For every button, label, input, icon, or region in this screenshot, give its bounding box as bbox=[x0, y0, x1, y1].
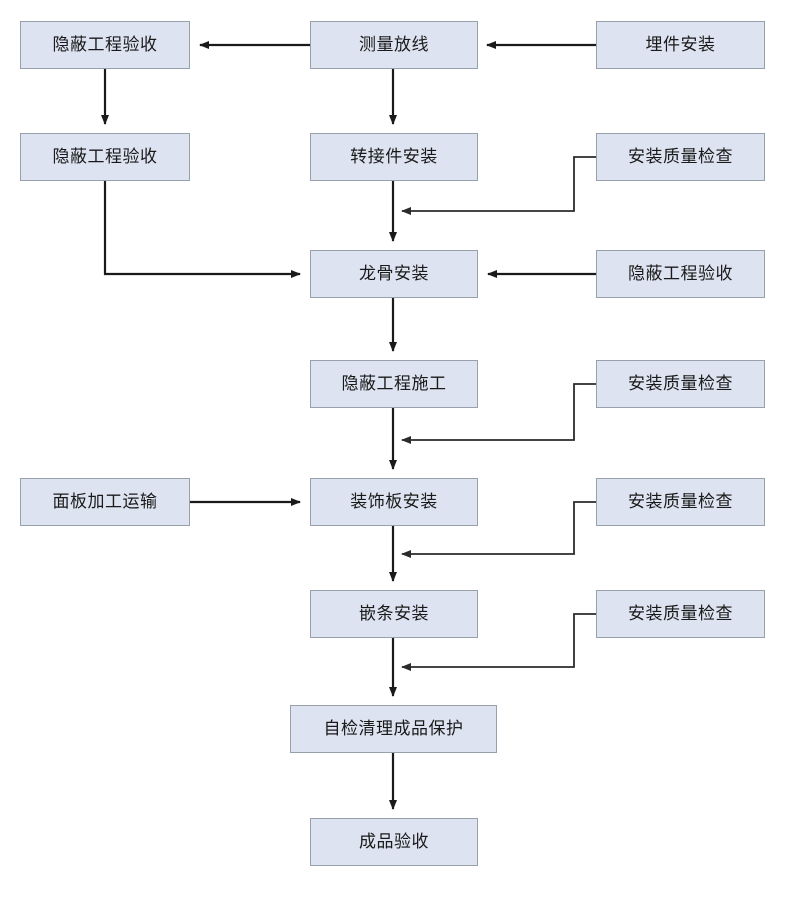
node-anzhuang-zhiliang-jiancha-2[interactable]: 安装质量检查 bbox=[596, 360, 765, 408]
node-chengpin-yanshou[interactable]: 成品验收 bbox=[310, 818, 478, 866]
node-zhuangshiban-anzhuang[interactable]: 装饰板安装 bbox=[310, 478, 478, 526]
node-celiang-fangxian[interactable]: 测量放线 bbox=[310, 21, 478, 69]
node-maijian-anzhuang[interactable]: 埋件安装 bbox=[596, 21, 765, 69]
node-label: 隐蔽工程验收 bbox=[628, 263, 733, 284]
node-label: 安装质量检查 bbox=[628, 373, 733, 394]
node-label: 隐蔽工程验收 bbox=[52, 146, 158, 167]
node-label: 安装质量检查 bbox=[628, 491, 733, 512]
node-label: 装饰板安装 bbox=[350, 491, 438, 512]
node-zijian-qingli-chengpin-baohu[interactable]: 自检清理成品保护 bbox=[290, 705, 497, 753]
node-label: 测量放线 bbox=[359, 34, 429, 55]
node-yinbi-gongcheng-yanshou-3[interactable]: 隐蔽工程验收 bbox=[596, 250, 765, 298]
node-zhuanjiejian-anzhuang[interactable]: 转接件安装 bbox=[310, 133, 478, 181]
node-longgu-anzhuang[interactable]: 龙骨安装 bbox=[310, 250, 478, 298]
node-yinbi-gongcheng-yanshou-2[interactable]: 隐蔽工程验收 bbox=[20, 133, 190, 181]
node-yinbi-gongcheng-shigong[interactable]: 隐蔽工程施工 bbox=[310, 360, 478, 408]
node-label: 安装质量检查 bbox=[628, 146, 733, 167]
node-qiantiao-anzhuang[interactable]: 嵌条安装 bbox=[310, 590, 478, 638]
edge-yinbi2-to-longgu bbox=[103, 181, 301, 278]
node-label: 隐蔽工程施工 bbox=[341, 373, 447, 394]
node-label: 龙骨安装 bbox=[359, 263, 429, 284]
node-label: 嵌条安装 bbox=[359, 603, 429, 624]
node-anzhuang-zhiliang-jiancha-4[interactable]: 安装质量检查 bbox=[596, 590, 765, 638]
node-label: 成品验收 bbox=[359, 831, 429, 852]
node-anzhuang-zhiliang-jiancha-1[interactable]: 安装质量检查 bbox=[596, 133, 765, 181]
node-yinbi-gongcheng-yanshou-1[interactable]: 隐蔽工程验收 bbox=[20, 21, 190, 69]
node-label: 面板加工运输 bbox=[52, 491, 158, 512]
node-label: 埋件安装 bbox=[645, 34, 716, 55]
node-label: 转接件安装 bbox=[350, 146, 438, 167]
node-anzhuang-zhiliang-jiancha-3[interactable]: 安装质量检查 bbox=[596, 478, 765, 526]
node-mianban-jiagong-yunshu[interactable]: 面板加工运输 bbox=[20, 478, 190, 526]
node-label: 隐蔽工程验收 bbox=[52, 34, 158, 55]
node-label: 自检清理成品保护 bbox=[323, 718, 464, 739]
node-label: 安装质量检查 bbox=[628, 603, 733, 624]
